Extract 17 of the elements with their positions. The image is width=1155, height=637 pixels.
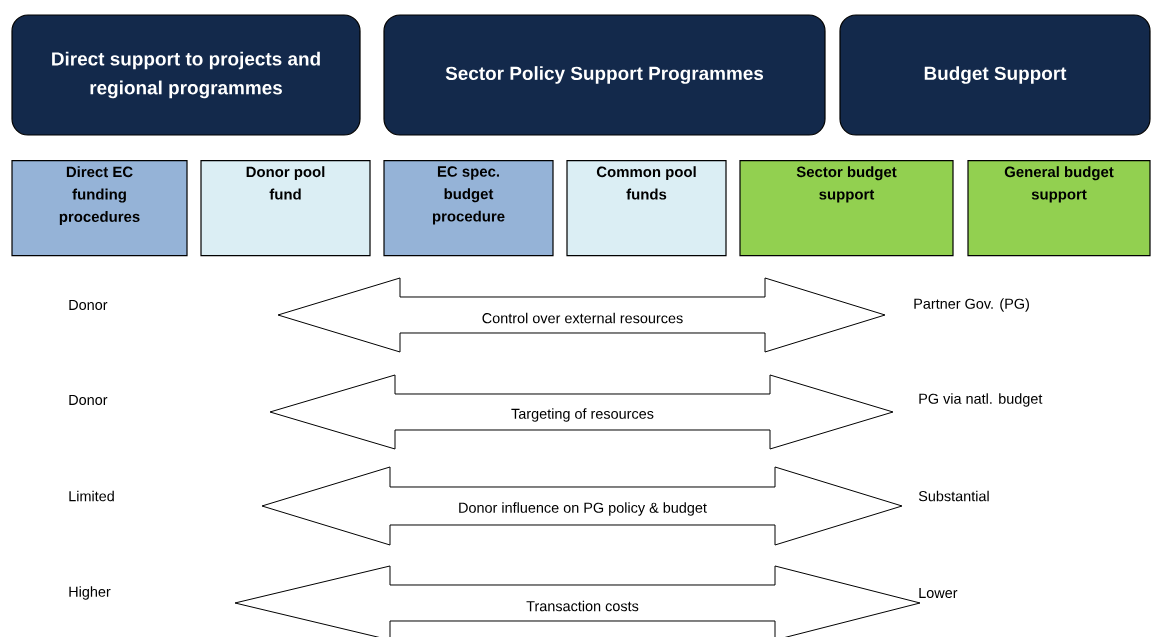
side-label: Partner Gov. (PG): [914, 298, 1029, 312]
header-box: Direct support to projects and regional programmes: [11, 14, 361, 136]
side-label: Substantial: [918, 490, 989, 502]
funding-box: General budget support: [967, 160, 1151, 257]
side-label: Donor: [69, 299, 108, 311]
funding-box: Donor pool fund: [200, 160, 371, 257]
side-label: Limited: [69, 490, 114, 502]
funding-box: Direct EC funding procedures: [11, 160, 188, 257]
side-label: Donor: [69, 394, 108, 406]
funding-box: EC spec. budget procedure: [383, 160, 554, 257]
side-label: Lower: [919, 587, 958, 599]
header-box: Budget Support: [839, 14, 1151, 136]
funding-box: Sector budget support: [739, 160, 954, 257]
header-box: Sector Policy Support Programmes: [383, 14, 826, 136]
side-label: Higher: [69, 586, 111, 600]
side-label: PG via natl. budget: [919, 393, 1043, 407]
funding-box: Common pool funds: [566, 160, 727, 257]
